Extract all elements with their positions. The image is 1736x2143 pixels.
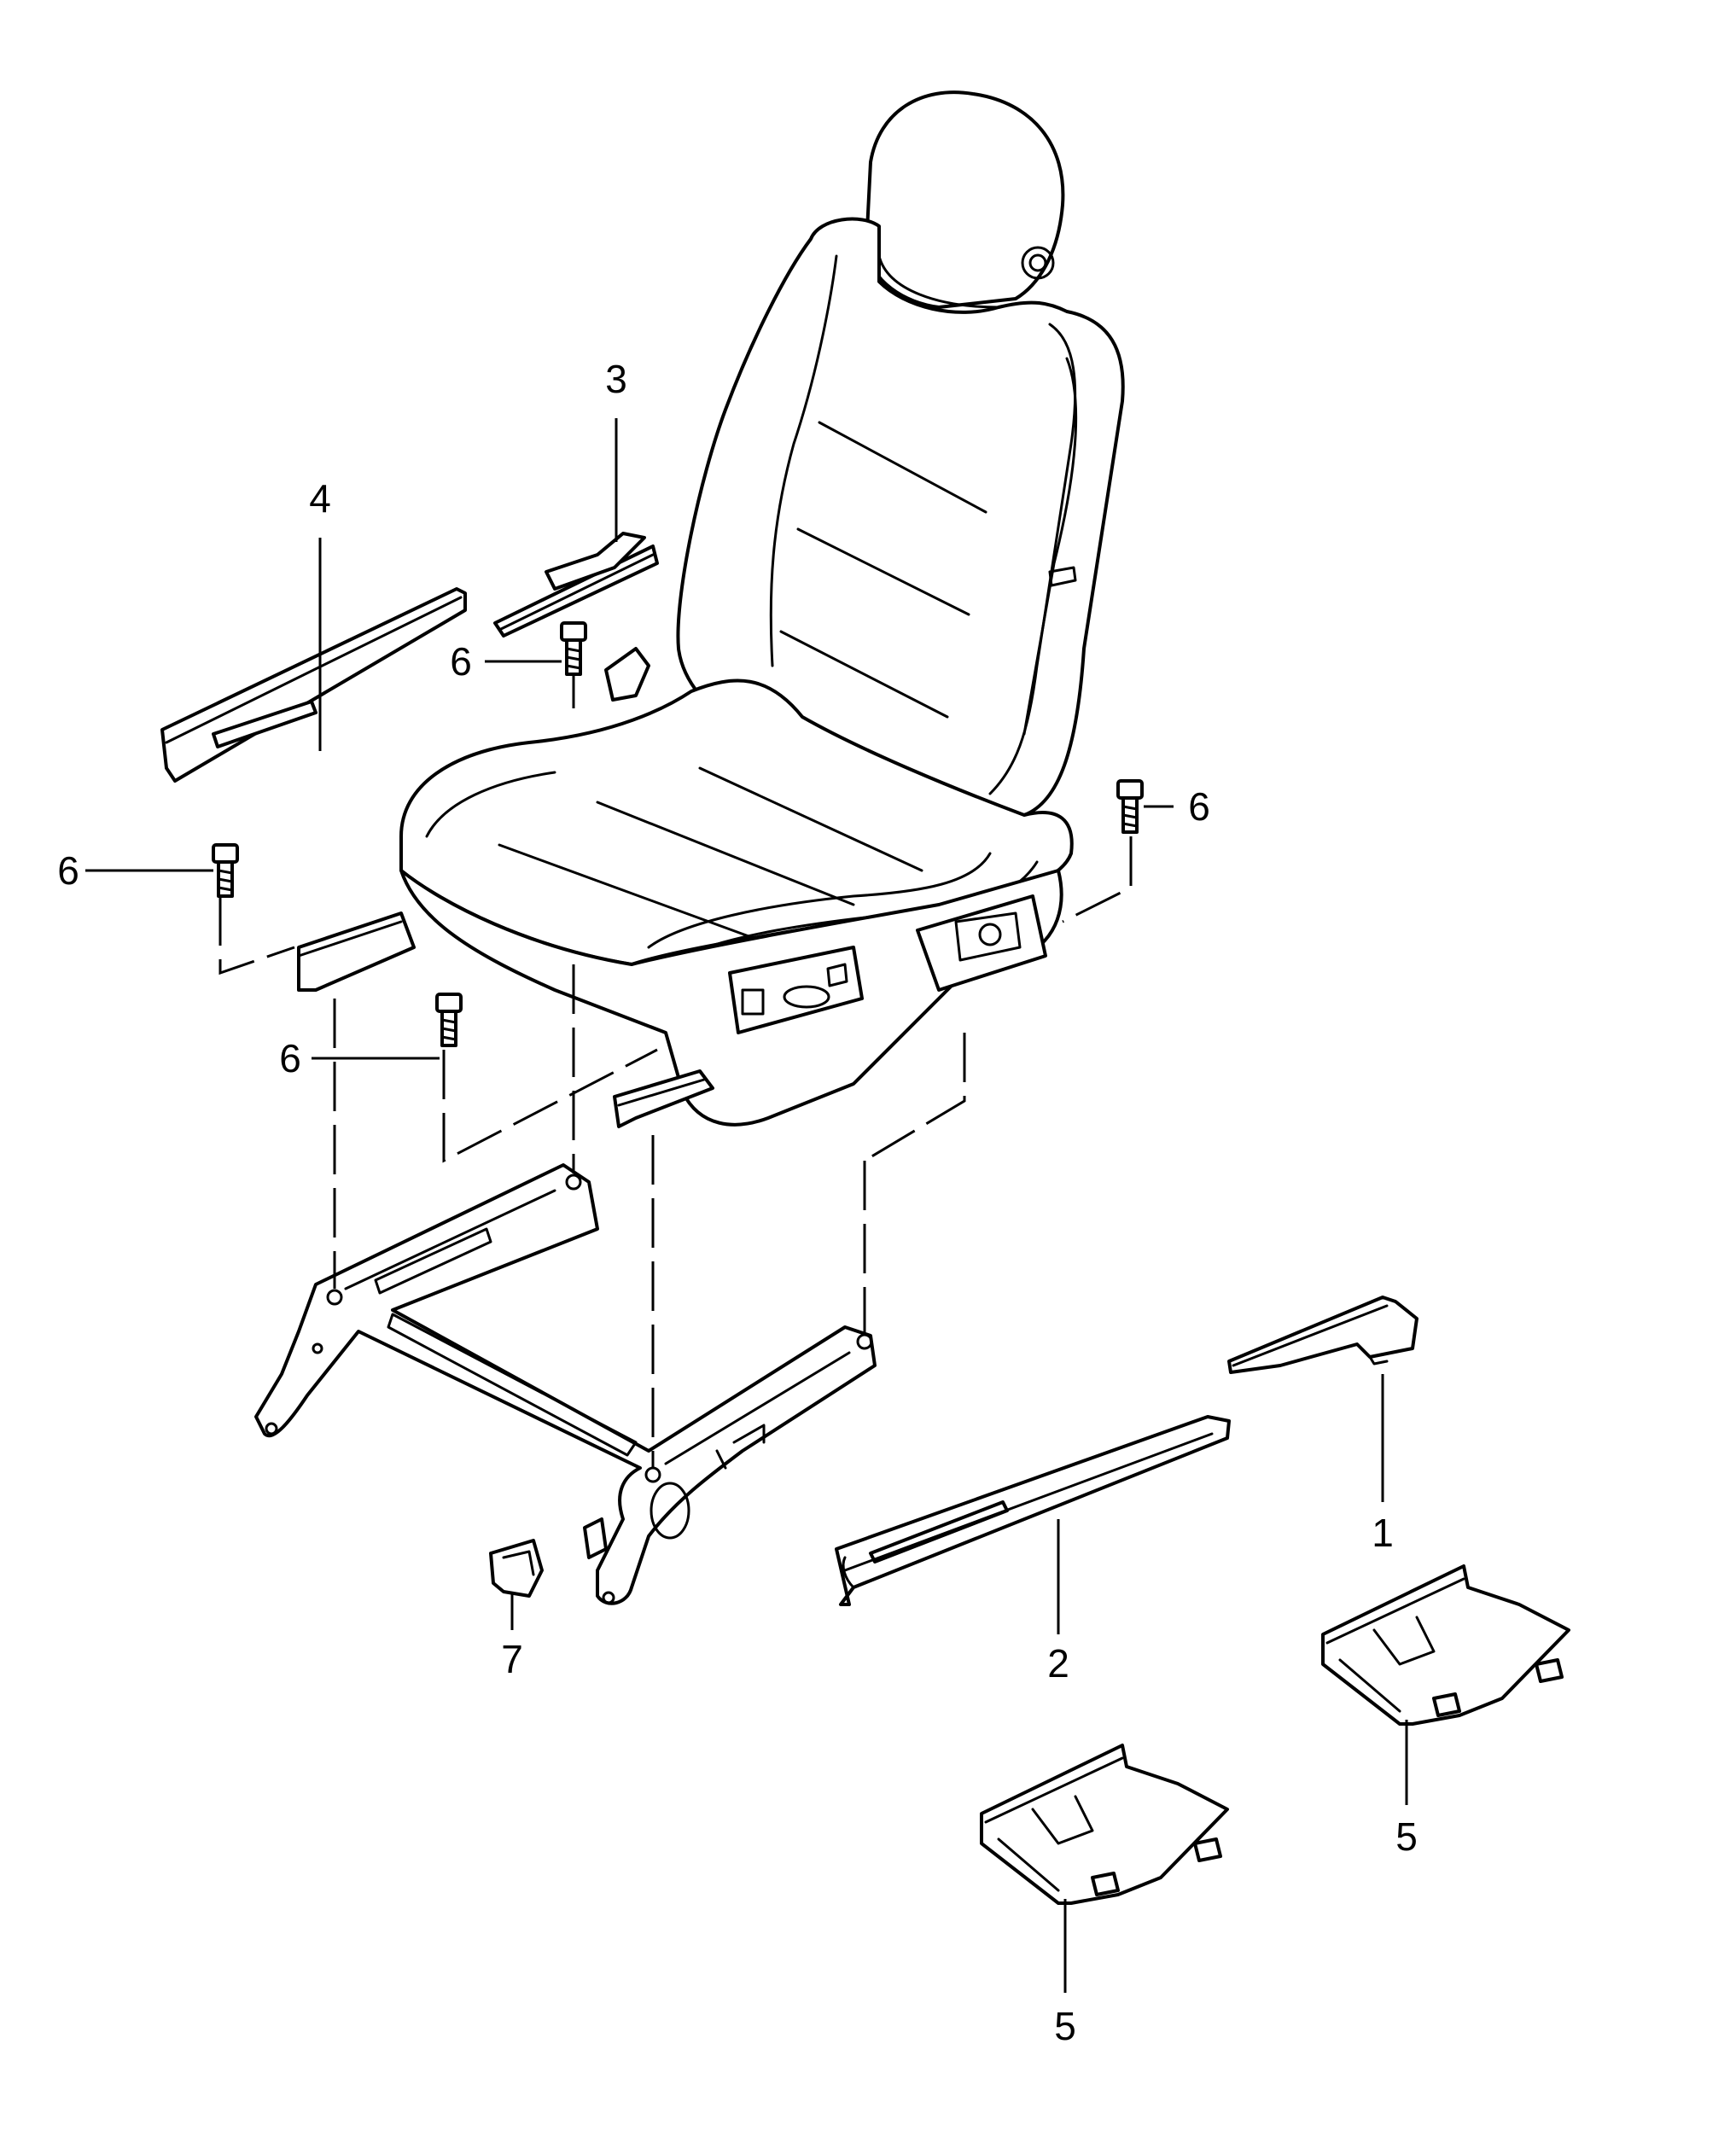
callout-leader-lines (85, 418, 1408, 1993)
seat-backrest (676, 217, 1125, 817)
part-6-bolt-top[interactable] (560, 621, 587, 676)
callout-5-lower: 5 (1054, 2004, 1076, 2048)
seat-headrest (865, 90, 1065, 309)
seat-assembly[interactable] (399, 90, 1125, 1127)
callout-4: 4 (309, 476, 331, 521)
part-5-cover-upper[interactable] (1321, 1564, 1570, 1726)
callout-labels: 1 2 3 4 5 5 6 6 6 6 7 (57, 357, 1418, 2048)
part-4-rail-cover[interactable] (160, 587, 467, 783)
part-7-cap[interactable] (489, 1539, 544, 1598)
callout-2: 2 (1047, 1641, 1069, 1686)
callout-6-left: 6 (57, 848, 79, 893)
part-1-trim-strip[interactable] (1227, 1296, 1419, 1374)
part-3-trim-strip[interactable] (493, 532, 659, 638)
seat-belt-buckle (604, 647, 650, 702)
callout-6-middle: 6 (279, 1036, 301, 1080)
part-5-cover-lower[interactable] (980, 1744, 1229, 1905)
part-6-bolt-right[interactable] (1116, 779, 1144, 834)
callout-5-upper: 5 (1395, 1814, 1418, 1859)
assembly-dashed-lines (218, 674, 1133, 1468)
seat-side-shield (399, 869, 1063, 1127)
frame-main (254, 1163, 877, 1605)
part-6-bolt-left[interactable] (212, 843, 239, 898)
seat-rail-frame[interactable] (254, 1163, 877, 1605)
seat-switch-icon (741, 988, 765, 1016)
callout-3: 3 (605, 357, 627, 401)
seat-rail-clip-middle (613, 1069, 714, 1128)
seat-side-bracket (916, 894, 1047, 992)
frame-clip (583, 1517, 608, 1559)
callout-1: 1 (1372, 1511, 1394, 1555)
headrest-adjust-button-icon (1021, 246, 1055, 280)
callout-7: 7 (501, 1637, 523, 1681)
seat-switch-knob-icon (783, 985, 830, 1009)
callout-6-top: 6 (450, 639, 472, 684)
callout-6-right: 6 (1188, 784, 1210, 829)
seat-rail-clip-left (297, 911, 416, 992)
part-6-bolt-middle[interactable] (435, 993, 463, 1047)
part-2-rail-cover[interactable] (835, 1415, 1231, 1606)
